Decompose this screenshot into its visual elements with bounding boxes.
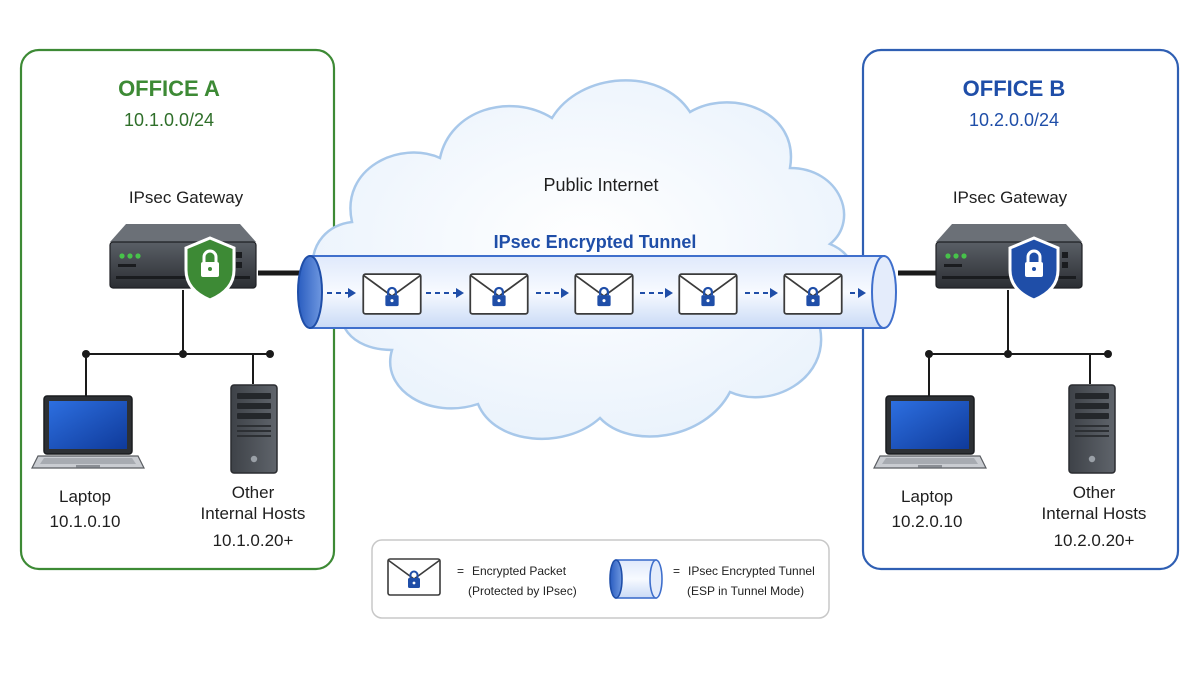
legend-equals-packet: =: [457, 564, 464, 578]
office-b-subnet: 10.2.0.0/24: [969, 110, 1059, 130]
legend-packet-line1: Encrypted Packet: [472, 564, 567, 578]
envelope-lock-icon: [469, 273, 529, 315]
office-b-hosts-label-1: Other: [1073, 483, 1116, 502]
laptop-icon: [31, 395, 145, 469]
tunnel-arrowheads: [348, 288, 866, 298]
legend-equals-tunnel: =: [673, 564, 680, 578]
office-b-hosts-label-2: Internal Hosts: [1042, 504, 1147, 523]
envelope-lock-icon: [362, 273, 422, 315]
office-a-network-lines: [85, 270, 302, 396]
office-b-panel: OFFICE B 10.2.0.0/24 IPsec Gateway Lapto…: [861, 48, 1180, 571]
office-b-gateway-label: IPsec Gateway: [953, 188, 1068, 207]
office-b-laptop-label: Laptop: [901, 487, 953, 506]
server-tower-icon: [1068, 384, 1116, 474]
shield-lock-icon: [1008, 236, 1060, 302]
shield-lock-icon: [184, 236, 236, 302]
server-tower-icon: [230, 384, 278, 474]
envelope-lock-icon: [387, 558, 441, 596]
legend-tunnel-line1: IPsec Encrypted Tunnel: [688, 564, 815, 578]
ipsec-tunnel: IPsec Encrypted Tunnel: [297, 232, 897, 329]
office-a-hosts-ip: 10.1.0.20+: [213, 531, 294, 550]
office-a-subnet: 10.1.0.0/24: [124, 110, 214, 130]
office-b-laptop-ip: 10.2.0.10: [892, 512, 963, 531]
office-a-laptop-ip: 10.1.0.10: [50, 512, 121, 531]
legend: = Encrypted Packet (Protected by IPsec) …: [371, 539, 830, 619]
laptop-icon: [873, 395, 987, 469]
office-a-hosts-label-2: Internal Hosts: [201, 504, 306, 523]
office-a-title: OFFICE A: [118, 76, 220, 101]
legend-tunnel-line2: (ESP in Tunnel Mode): [687, 584, 804, 598]
office-b-network-lines: [898, 270, 1108, 396]
office-a-laptop-label: Laptop: [59, 487, 111, 506]
office-b-hosts-ip: 10.2.0.20+: [1054, 531, 1135, 550]
envelope-lock-icon: [574, 273, 634, 315]
tunnel-label: IPsec Encrypted Tunnel: [494, 232, 697, 252]
office-a-hosts-label-1: Other: [232, 483, 275, 502]
envelope-lock-icon: [783, 273, 843, 315]
office-b-title: OFFICE B: [963, 76, 1066, 101]
tunnel-cylinder-icon: [609, 559, 663, 599]
cloud-label: Public Internet: [543, 175, 658, 195]
office-a-gateway-label: IPsec Gateway: [129, 188, 244, 207]
office-a-panel: OFFICE A 10.1.0.0/24 IPsec Gateway Lapto…: [19, 48, 336, 571]
legend-packet-line2: (Protected by IPsec): [468, 584, 577, 598]
envelope-lock-icon: [678, 273, 738, 315]
